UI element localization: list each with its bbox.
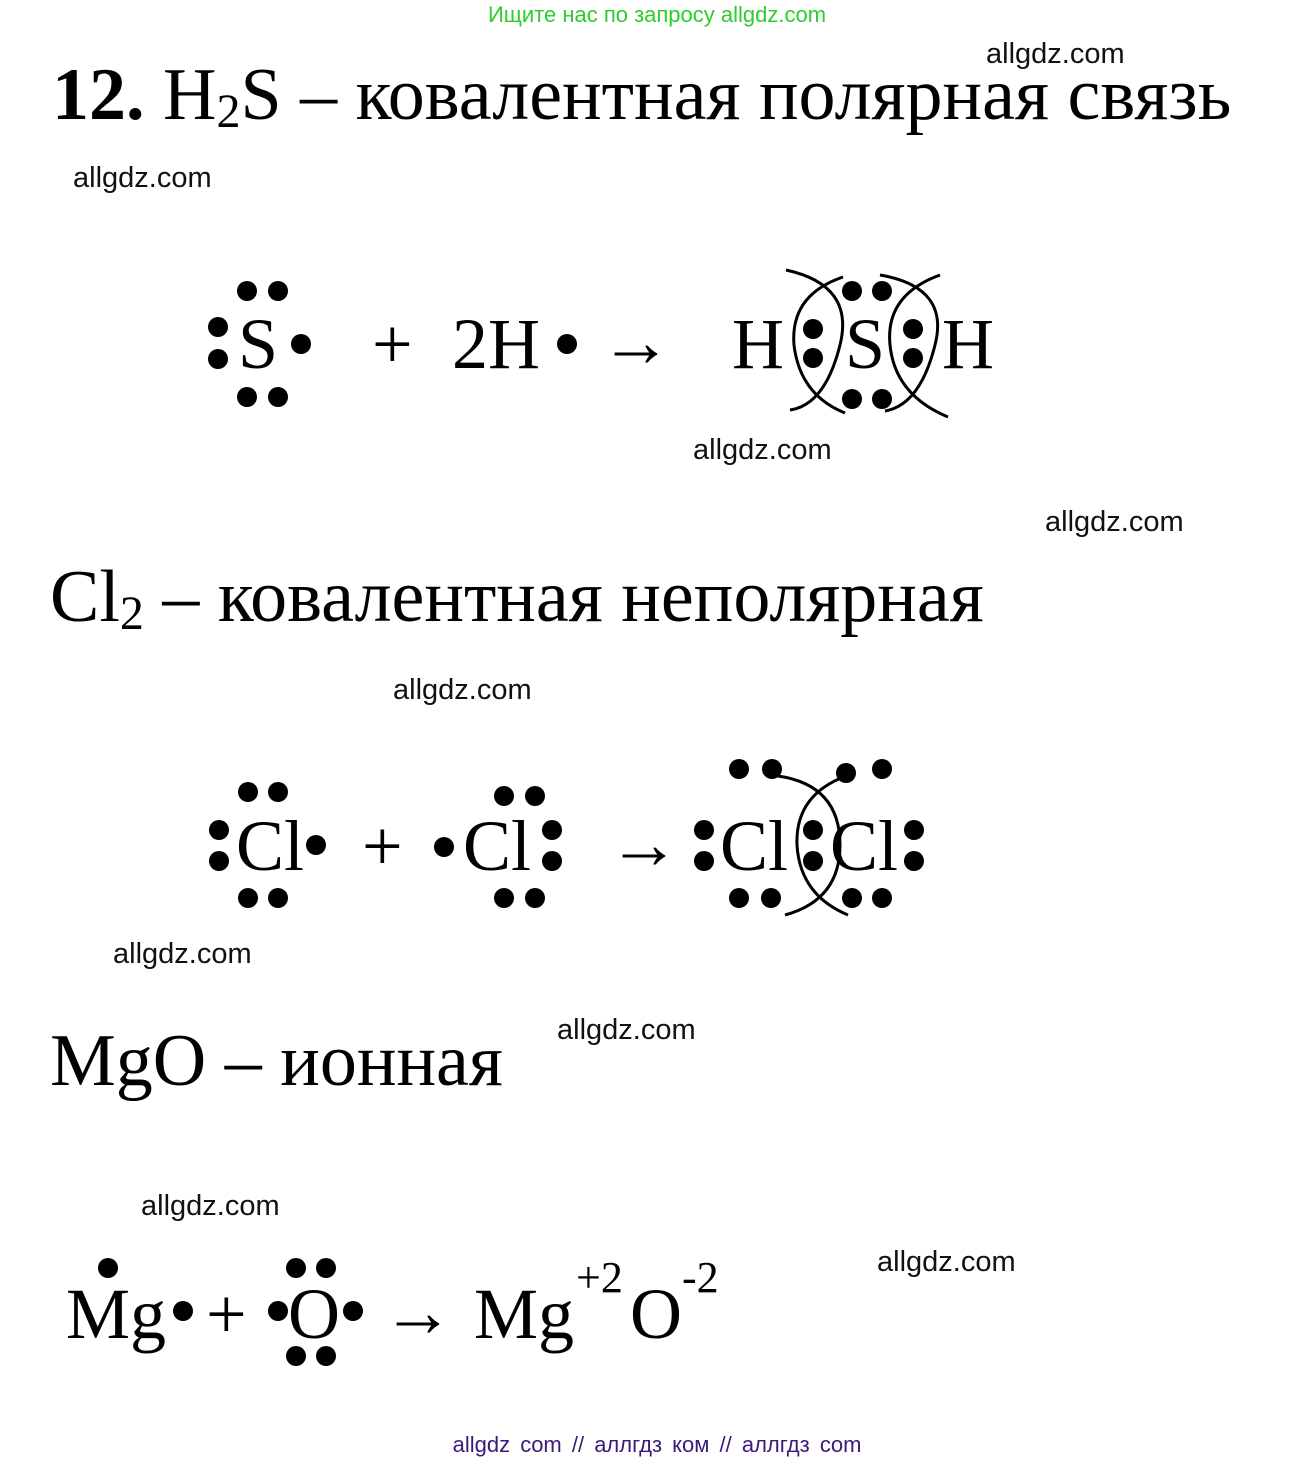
plus-sign: +	[206, 1274, 247, 1354]
hydrogen-reactant: 2H	[452, 304, 540, 384]
product-s: S	[845, 304, 885, 384]
bottom-link-banner[interactable]: allgdz com // аллгдз ком // аллгдз com	[452, 1432, 862, 1457]
electron-dot-cl2-left	[434, 837, 454, 857]
h2s-lewis-scheme: S + 2H → H S H	[208, 268, 994, 419]
task-heading-h2s: 12. H2S – ковалентная полярная связь	[52, 58, 1231, 136]
chlorine-reactant-1: Cl	[236, 806, 304, 886]
product-cl-left: Cl	[720, 806, 788, 886]
watermark: allgdz.com	[693, 434, 832, 466]
product-h-left: H	[732, 304, 784, 384]
watermark: allgdz.com	[393, 674, 532, 706]
arrow-icon: →	[608, 804, 680, 884]
search-banner[interactable]: Ищите нас по запросу allgdz.com	[487, 2, 827, 27]
electron-dots-cl1	[209, 782, 326, 908]
bond-type-description: – ионная	[224, 1020, 503, 1102]
formula-cl2: Cl2	[50, 556, 144, 640]
electron-dots-product	[803, 281, 923, 409]
arrow-icon: →	[382, 1272, 454, 1352]
product-mg: Mg	[474, 1274, 574, 1354]
product-o: O	[630, 1274, 682, 1354]
magnesium-reactant: Mg	[66, 1274, 166, 1354]
bond-type-description: – ковалентная неполярная	[162, 556, 984, 638]
arrow-icon: →	[600, 302, 672, 382]
chlorine-reactant-2: Cl	[463, 806, 531, 886]
oxygen-reactant: O	[288, 1274, 340, 1354]
electron-dot-h	[557, 334, 577, 354]
watermark: allgdz.com	[141, 1190, 280, 1222]
mgo-lewis-scheme: Mg + O → Mg +2 O -2	[66, 1253, 719, 1366]
bond-type-description: – ковалентная полярная связь	[300, 54, 1232, 136]
charge-mg: +2	[576, 1253, 623, 1302]
plus-sign: +	[362, 806, 403, 886]
bond-arcs	[785, 268, 949, 419]
charge-o: -2	[682, 1253, 719, 1302]
watermark: allgdz.com	[557, 1014, 696, 1046]
task-heading-cl2: Cl2 – ковалентная неполярная	[50, 560, 984, 638]
electron-dots-mg	[98, 1258, 193, 1321]
electron-dots-cl2	[494, 786, 562, 908]
task-heading-mgo: MgO – ионная	[50, 1024, 503, 1098]
electron-dots-o	[268, 1258, 363, 1366]
sulfur-symbol: S	[238, 304, 278, 384]
watermark: allgdz.com	[113, 938, 252, 970]
cl2-lewis-scheme: Cl + Cl → Cl Cl	[209, 759, 924, 917]
task-number: 12.	[52, 54, 145, 136]
watermark: allgdz.com	[1045, 506, 1184, 538]
plus-sign: +	[372, 304, 413, 384]
product-h-right: H	[942, 304, 994, 384]
watermark: allgdz.com	[877, 1246, 1016, 1278]
watermark: allgdz.com	[986, 38, 1125, 70]
watermark: allgdz.com	[73, 162, 212, 194]
electron-dots-s	[208, 281, 311, 407]
bond-arcs	[777, 774, 849, 917]
formula-mgo: MgO	[50, 1020, 207, 1102]
formula-h2s: H2S	[163, 54, 282, 138]
